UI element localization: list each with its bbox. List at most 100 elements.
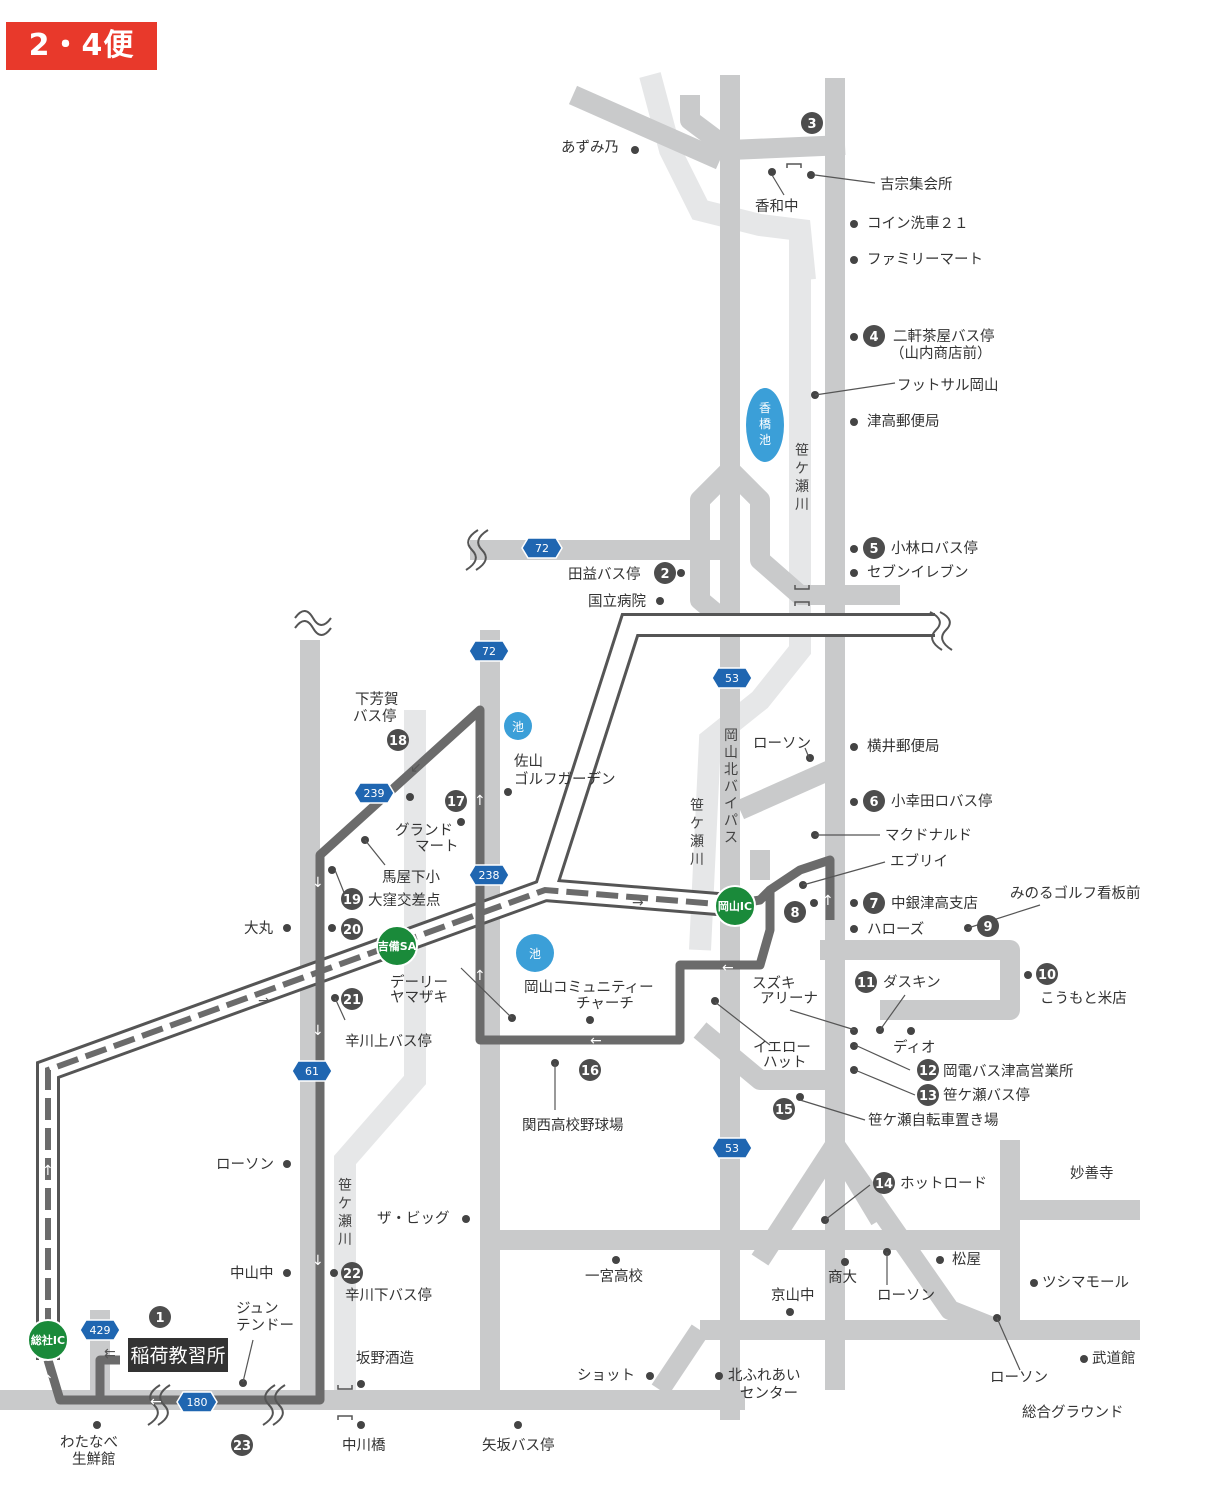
stop-marker-23[interactable]: 23 (231, 1434, 253, 1456)
label-myozenji: 妙善寺 (1070, 1165, 1114, 1182)
landmark-dot (328, 924, 336, 932)
landmark-dot (239, 1379, 247, 1387)
svg-text:238: 238 (479, 869, 500, 882)
landmark-dot (1024, 971, 1032, 979)
dir-arrow: ← (590, 1033, 602, 1049)
stop-marker-18[interactable]: 18 (387, 729, 409, 751)
label-watanabe-1: わたなべ (60, 1434, 118, 1451)
landmark-dot (586, 1016, 594, 1024)
stop-marker-4[interactable]: 4 (863, 325, 885, 347)
okayama-ic: 岡山IC (714, 885, 756, 927)
svg-text:23: 23 (233, 1439, 251, 1454)
river-label-upper-3: 瀬 (795, 479, 809, 495)
dir-arrow: ↓ (312, 1253, 324, 1269)
label-stop18: 下芳賀 (355, 691, 399, 708)
stop-marker-1[interactable]: 1 (149, 1306, 171, 1328)
stop-marker-13[interactable]: 13 (917, 1084, 939, 1106)
svg-text:15: 15 (775, 1103, 793, 1118)
label-stop6: 小幸田ロバス停 (891, 793, 993, 810)
label-mcd: マクドナルド (885, 827, 972, 844)
label-dairy-2: ヤマザキ (390, 989, 448, 1006)
stop-marker-15[interactable]: 15 (773, 1098, 795, 1120)
stop-marker-16[interactable]: 16 (579, 1059, 601, 1081)
stop-marker-19[interactable]: 19 (341, 888, 363, 910)
landmark-dot (807, 171, 815, 179)
svg-text:53: 53 (725, 1142, 739, 1155)
svg-text:4: 4 (869, 330, 878, 345)
stop-marker-9[interactable]: 9 (977, 915, 999, 937)
stop-marker-7[interactable]: 7 (863, 892, 885, 914)
label-saya-2: ゴルフガーデン (514, 770, 616, 788)
landmark-dot (283, 1269, 291, 1277)
landmark-dot (656, 597, 664, 605)
stop-marker-6[interactable]: 6 (863, 790, 885, 812)
kibi-sa: 吉備SA (376, 925, 418, 967)
landmark-dot (850, 899, 858, 907)
label-ichinomiya: 一宮高校 (585, 1268, 643, 1285)
dir-arrow: ↑ (474, 793, 486, 809)
label-church-2: チャーチ (576, 996, 634, 1012)
landmark-dot (936, 1256, 944, 1264)
svg-text:18: 18 (389, 734, 407, 749)
label-stop2: 田益バス停 (568, 566, 641, 583)
svg-text:61: 61 (305, 1065, 319, 1078)
landmark-dot (850, 925, 858, 933)
soja-ic: 総社IC (27, 1319, 69, 1361)
stop-marker-10[interactable]: 10 (1036, 963, 1058, 985)
river-label-mid-2: ケ (690, 816, 704, 832)
label-stop22: 辛川下バス停 (345, 1287, 432, 1304)
river-label-mid-1: 笹 (690, 798, 704, 814)
landmark-dot (646, 1372, 654, 1380)
svg-text:19: 19 (343, 893, 361, 908)
label-suzuki-2: アリーナ (760, 991, 818, 1007)
landmark-dot (93, 1421, 101, 1429)
label-yasaka: 矢坂バス停 (482, 1437, 555, 1454)
svg-text:429: 429 (90, 1324, 111, 1337)
stop-marker-14[interactable]: 14 (873, 1172, 895, 1194)
label-ebully: エブリイ (890, 852, 948, 870)
pond-2 (516, 934, 554, 972)
landmark-dot (1030, 1279, 1038, 1287)
stop-marker-5[interactable]: 5 (863, 537, 885, 559)
route-shield-53: 53 (711, 667, 753, 689)
bypass-label-7: ス (724, 830, 738, 846)
stop-marker-3[interactable]: 3 (801, 112, 823, 134)
landmark-dot (850, 743, 858, 751)
label-grand-2: マート (415, 839, 459, 855)
stop-marker-21[interactable]: 21 (341, 988, 363, 1010)
river-label-mid-4: 川 (690, 852, 704, 868)
svg-text:2: 2 (660, 567, 669, 582)
route-shield-429: 429 (79, 1319, 121, 1341)
landmark-dot (328, 866, 336, 874)
label-halloz: ハローズ (867, 921, 924, 938)
landmark-dot (612, 1256, 620, 1264)
svg-text:10: 10 (1038, 968, 1056, 983)
stop-marker-20[interactable]: 20 (341, 918, 363, 940)
svg-text:17: 17 (447, 795, 465, 810)
river-label-upper-1: 笹 (795, 443, 809, 459)
label-shodai: 商大 (828, 1269, 857, 1286)
svg-text:180: 180 (187, 1396, 208, 1409)
stop-marker-12[interactable]: 12 (917, 1059, 939, 1081)
landmark-dot (850, 1066, 858, 1074)
label-kyoyama: 京山中 (771, 1287, 815, 1304)
svg-text:72: 72 (535, 542, 549, 555)
pond-1-label: 池 (512, 720, 524, 734)
label-junten-1: ジュン (236, 1301, 279, 1317)
label-stop13: 笹ケ瀬バス停 (943, 1087, 1030, 1104)
label-lawson2: ローソン (216, 1157, 274, 1173)
svg-text:3: 3 (807, 117, 816, 132)
bypass-label-6: パ (724, 813, 738, 829)
stop-marker-2[interactable]: 2 (654, 562, 676, 584)
landmark-dot (850, 220, 858, 228)
route-shield-238: 238 (468, 864, 510, 886)
kouhashi-pond-label-3: 池 (759, 433, 771, 447)
label-azumino: あずみ乃 (561, 139, 619, 156)
stop-marker-11[interactable]: 11 (855, 971, 877, 993)
label-lawson4: ローソン (990, 1370, 1048, 1386)
stop-marker-8[interactable]: 8 (784, 901, 806, 923)
stop-marker-22[interactable]: 22 (341, 1262, 363, 1284)
label-fureai-1: 北ふれあい (728, 1367, 801, 1384)
stop-marker-17[interactable]: 17 (445, 790, 467, 812)
svg-text:総社IC: 総社IC (31, 1333, 65, 1347)
